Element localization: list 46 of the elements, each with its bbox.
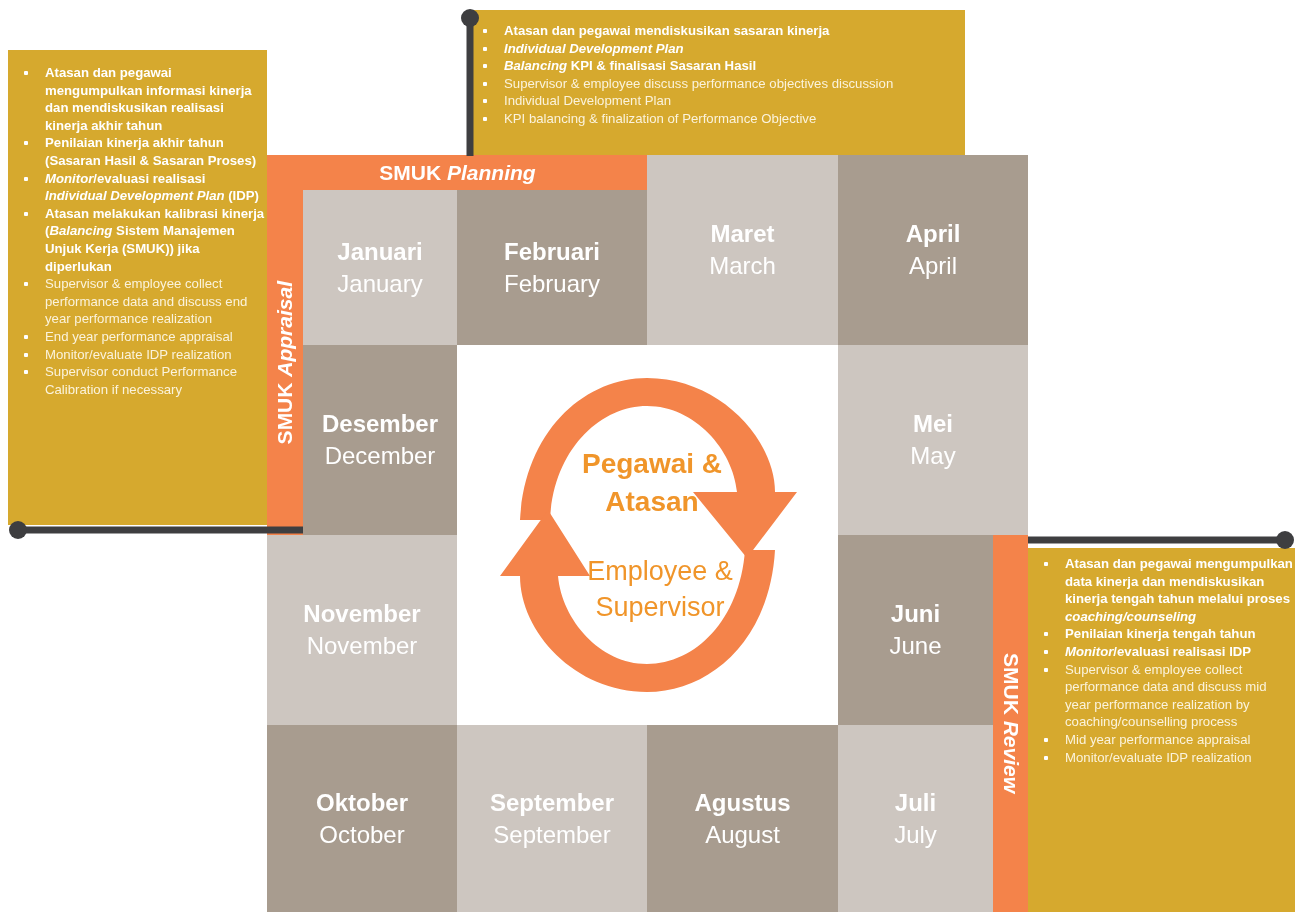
month-name: Desember: [321, 409, 439, 439]
note-panel: [1028, 548, 1295, 912]
month-name-english: August: [705, 819, 780, 850]
month-cell: [457, 725, 647, 912]
month-name: Juli: [894, 787, 937, 818]
month-name-english: June: [889, 631, 942, 661]
center-title: Pegawai & Atasan: [580, 447, 724, 519]
month-name-english: January: [337, 268, 423, 299]
month-name-english: April: [909, 251, 957, 281]
month-name: Oktober: [316, 787, 408, 818]
month-name-english: March: [709, 251, 776, 281]
phase-band: [267, 190, 303, 535]
month-cell: [303, 345, 457, 535]
month-cell: [303, 190, 457, 345]
month-cell: [838, 345, 1028, 535]
month-name: Juni: [890, 599, 941, 629]
phase-band: [267, 155, 648, 190]
center-subtitle: Employee & Supervisor: [586, 555, 734, 624]
month-name: September: [489, 787, 614, 818]
month-cell: [457, 190, 647, 345]
month-name-english: December: [324, 441, 436, 471]
month-name: Maret: [710, 219, 775, 249]
month-name: Mei: [913, 409, 953, 439]
month-cell: [838, 725, 993, 912]
phase-label: SMUK Review: [998, 653, 1023, 794]
month-cell: [647, 155, 838, 345]
month-name-english: May: [910, 441, 956, 471]
month-name-english: September: [493, 819, 611, 850]
month-cell: [838, 155, 1028, 345]
phase-band: [993, 535, 1028, 912]
month-name: April: [905, 219, 961, 249]
note-panel: [8, 50, 267, 525]
month-name: Januari: [337, 236, 423, 267]
month-name: Agustus: [694, 787, 791, 818]
month-cell: [647, 725, 838, 912]
month-name: November: [303, 599, 421, 629]
phase-label: SMUK Planning: [379, 160, 536, 185]
month-cell: [267, 535, 457, 725]
month-name-english: October: [319, 819, 405, 850]
month-cell: [838, 535, 993, 725]
month-name: Februari: [504, 236, 600, 267]
month-cell: [267, 725, 457, 912]
phase-label: SMUK Appraisal: [273, 280, 297, 445]
month-name-english: February: [503, 268, 600, 299]
month-name-english: November: [306, 631, 418, 661]
month-name-english: July: [894, 819, 937, 850]
